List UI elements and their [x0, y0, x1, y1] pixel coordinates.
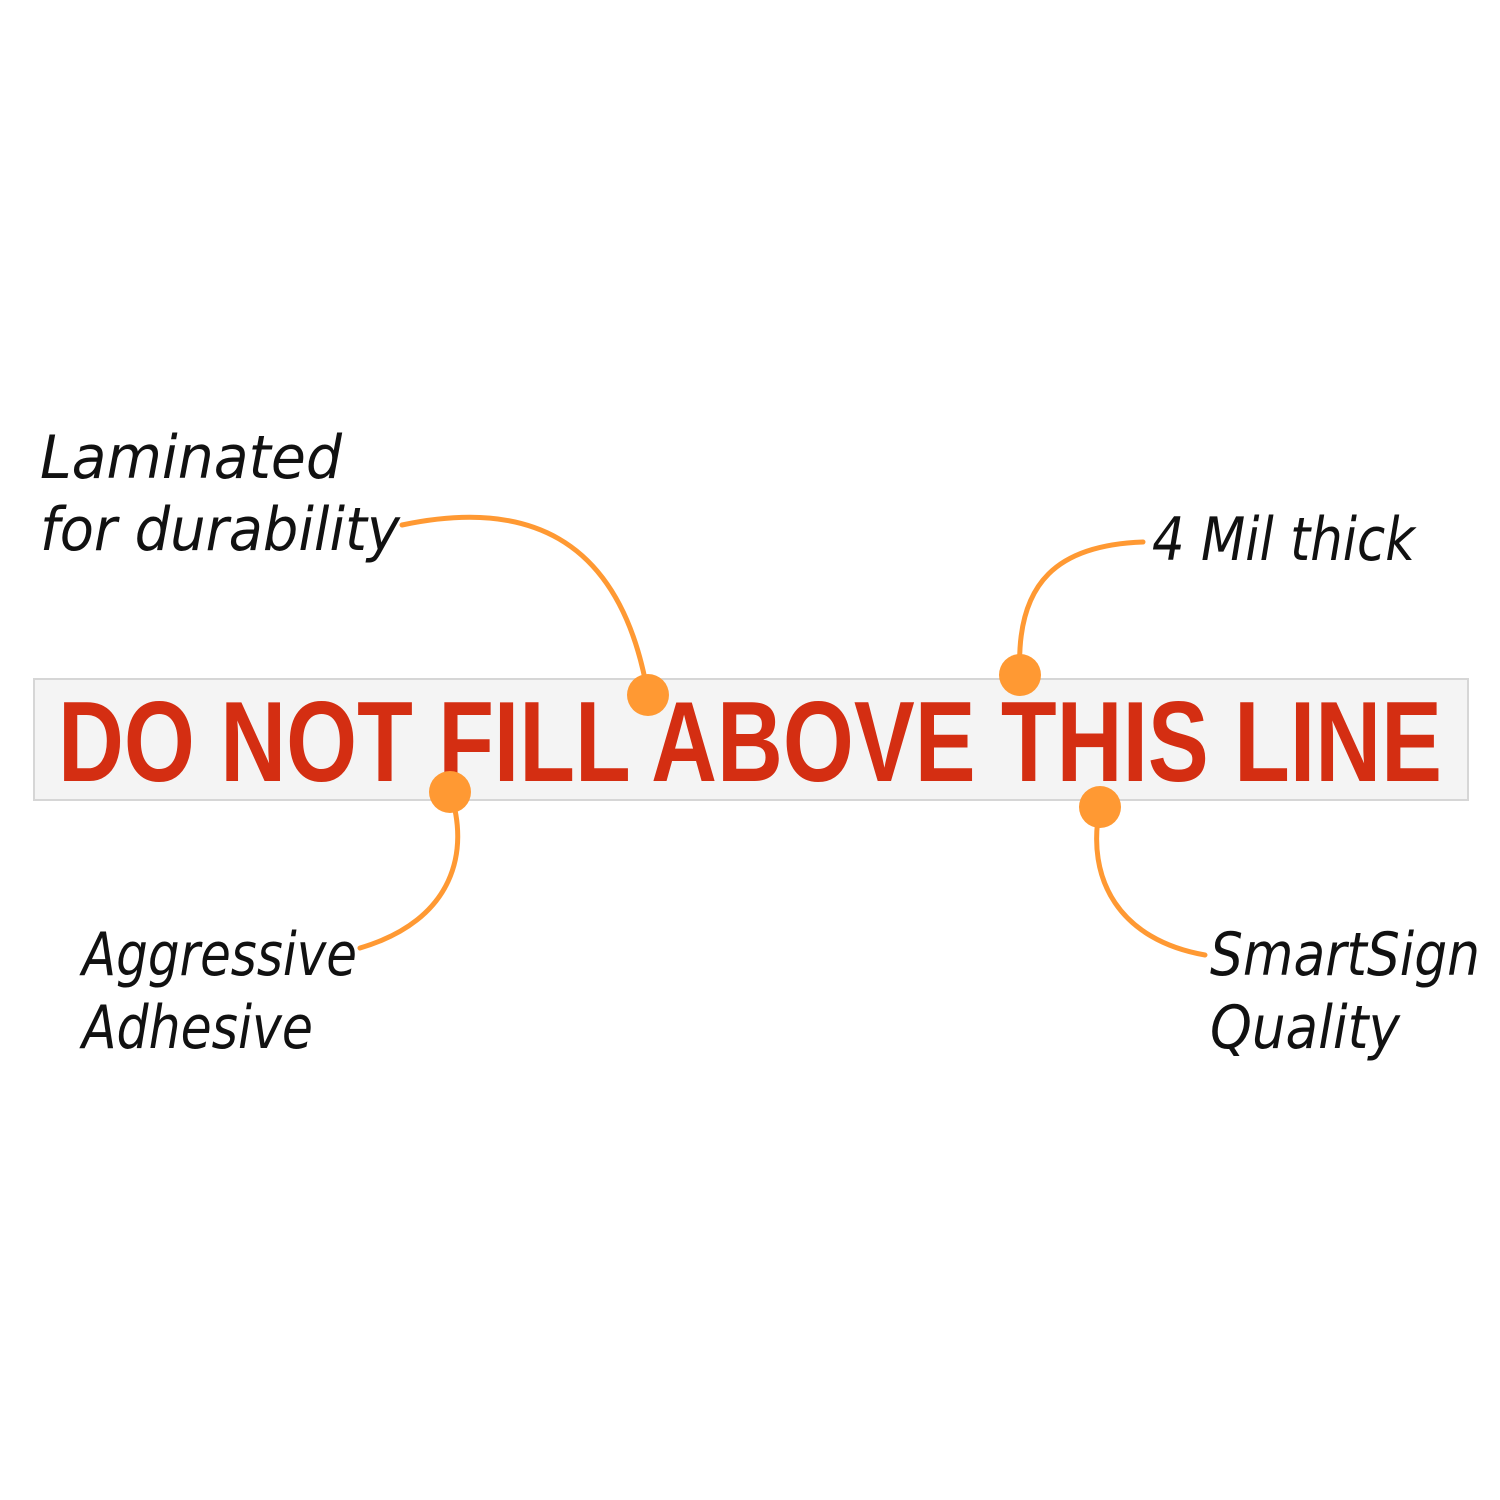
leader-thickness — [1017, 539, 1146, 678]
callout-adhesive-line2: Adhesive — [79, 993, 313, 1063]
leader-laminated — [399, 514, 651, 698]
callout-laminated-line2: for durability — [40, 495, 401, 565]
sign-label — [33, 678, 1469, 801]
sign-text: DO NOT FILL ABOVE THIS LINE — [58, 679, 1442, 806]
callout-quality-line2: Quality — [1210, 993, 1401, 1063]
leader-lines — [357, 514, 1208, 958]
callout-adhesive-line1: Aggressive — [79, 920, 357, 990]
leader-quality — [1094, 804, 1208, 958]
callout-dot-adhesive — [429, 771, 471, 813]
callout-laminated-line1: Laminated — [40, 423, 343, 493]
callout-dot-quality — [1079, 786, 1121, 828]
callout-dot-thickness — [999, 654, 1041, 696]
callout-thickness: 4 Mil thick — [1152, 505, 1417, 575]
callout-quality-line1: SmartSign — [1210, 920, 1480, 990]
callout-dot-laminated — [627, 674, 669, 716]
leader-adhesive — [357, 789, 461, 951]
